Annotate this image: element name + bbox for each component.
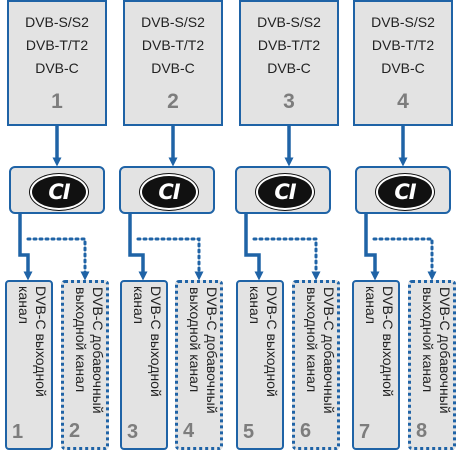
ci-to-output-arrow — [364, 214, 380, 281]
ci-module-3: CI — [235, 166, 331, 214]
tuner-standard: DVB-C — [267, 60, 311, 76]
output-channel-number: 2 — [69, 420, 81, 442]
tuner-box-3: DVB-S/S2 DVB-T/T2 DVB-C 3 — [239, 0, 339, 126]
tuner-number: 2 — [167, 90, 179, 113]
ci-module-4: CI — [355, 166, 451, 214]
tuner-box-2: DVB-S/S2 DVB-T/T2 DVB-C 2 — [123, 0, 223, 126]
ci-to-extra-output-arrow — [372, 237, 437, 281]
output-channel-number: 4 — [183, 420, 195, 442]
ci-to-output-arrow — [18, 214, 33, 281]
output-channel-number: 7 — [359, 421, 371, 443]
tuner-standard: DVB-C — [151, 60, 195, 76]
tuner-standard: DVB-C — [381, 60, 425, 76]
output-channel-number: 1 — [12, 421, 24, 443]
tuner-standard: DVB-S/S2 — [371, 14, 435, 30]
tuner-standard: DVB-T/T2 — [25, 37, 89, 53]
output-channel-number: 6 — [300, 420, 312, 442]
output-channel-2: DVB-C добавочный выходной канал 2 — [61, 280, 109, 450]
tuner-standard: DVB-T/T2 — [371, 37, 435, 53]
tuner-number: 1 — [51, 90, 63, 113]
tuner-standard: DVB-T/T2 — [257, 37, 321, 53]
ci-to-output-arrow — [244, 214, 264, 281]
output-channel-label: DVB-C выходной канал — [363, 286, 396, 397]
tuner-standard: DVB-C — [35, 60, 79, 76]
output-channel-number: 8 — [416, 420, 428, 442]
output-channel-label: DVB-C добавочный выходной канал — [73, 287, 106, 414]
tuner-standard: DVB-S/S2 — [25, 14, 89, 30]
ci-label: CI — [48, 180, 70, 204]
output-channel-label: DVB-C выходной канал — [247, 286, 280, 397]
output-channel-5: DVB-C выходной канал 5 — [236, 280, 284, 450]
tuner-number: 3 — [283, 90, 295, 113]
tuner-standard: DVB-S/S2 — [141, 14, 205, 30]
output-channel-number: 3 — [127, 421, 139, 443]
output-channel-label: DVB-C выходной канал — [16, 286, 49, 397]
tuner-box-1: DVB-S/S2 DVB-T/T2 DVB-C 1 — [7, 0, 107, 126]
output-channel-label: DVB-C добавочный выходной канал — [420, 287, 453, 414]
ci-to-extra-output-arrow — [252, 237, 321, 281]
ci-logo-icon: CI — [30, 174, 88, 210]
ci-logo-icon: CI — [376, 174, 434, 210]
ci-logo-icon: CI — [140, 174, 198, 210]
output-channel-8: DVB-C добавочный выходной канал 8 — [408, 280, 456, 450]
tuner-number: 4 — [397, 90, 409, 113]
tuner-standard: DVB-T/T2 — [141, 37, 205, 53]
ci-module-2: CI — [119, 166, 215, 214]
tuner-box-4: DVB-S/S2 DVB-T/T2 DVB-C 4 — [353, 0, 453, 126]
ci-logo-icon: CI — [256, 174, 314, 210]
tuner-standard: DVB-S/S2 — [257, 14, 321, 30]
output-channel-4: DVB-C добавочный выходной канал 4 — [175, 280, 223, 450]
output-channel-6: DVB-C добавочный выходной канал 6 — [292, 280, 340, 450]
output-channel-1: DVB-C выходной канал 1 — [5, 280, 53, 450]
ci-label: CI — [274, 180, 296, 204]
ci-to-output-arrow — [128, 214, 148, 281]
ci-to-extra-output-arrow — [136, 237, 204, 281]
ci-label: CI — [394, 180, 416, 204]
output-channel-number: 5 — [243, 421, 255, 443]
output-channel-label: DVB-C выходной канал — [131, 286, 164, 397]
ci-to-extra-output-arrow — [26, 237, 90, 281]
output-channel-label: DVB-C добавочный выходной канал — [304, 287, 337, 414]
output-channel-label: DVB-C добавочный выходной канал — [187, 287, 220, 414]
output-channel-7: DVB-C выходной канал 7 — [352, 280, 400, 450]
output-channel-3: DVB-C выходной канал 3 — [120, 280, 168, 450]
ci-module-1: CI — [9, 166, 105, 214]
ci-label: CI — [158, 180, 180, 204]
